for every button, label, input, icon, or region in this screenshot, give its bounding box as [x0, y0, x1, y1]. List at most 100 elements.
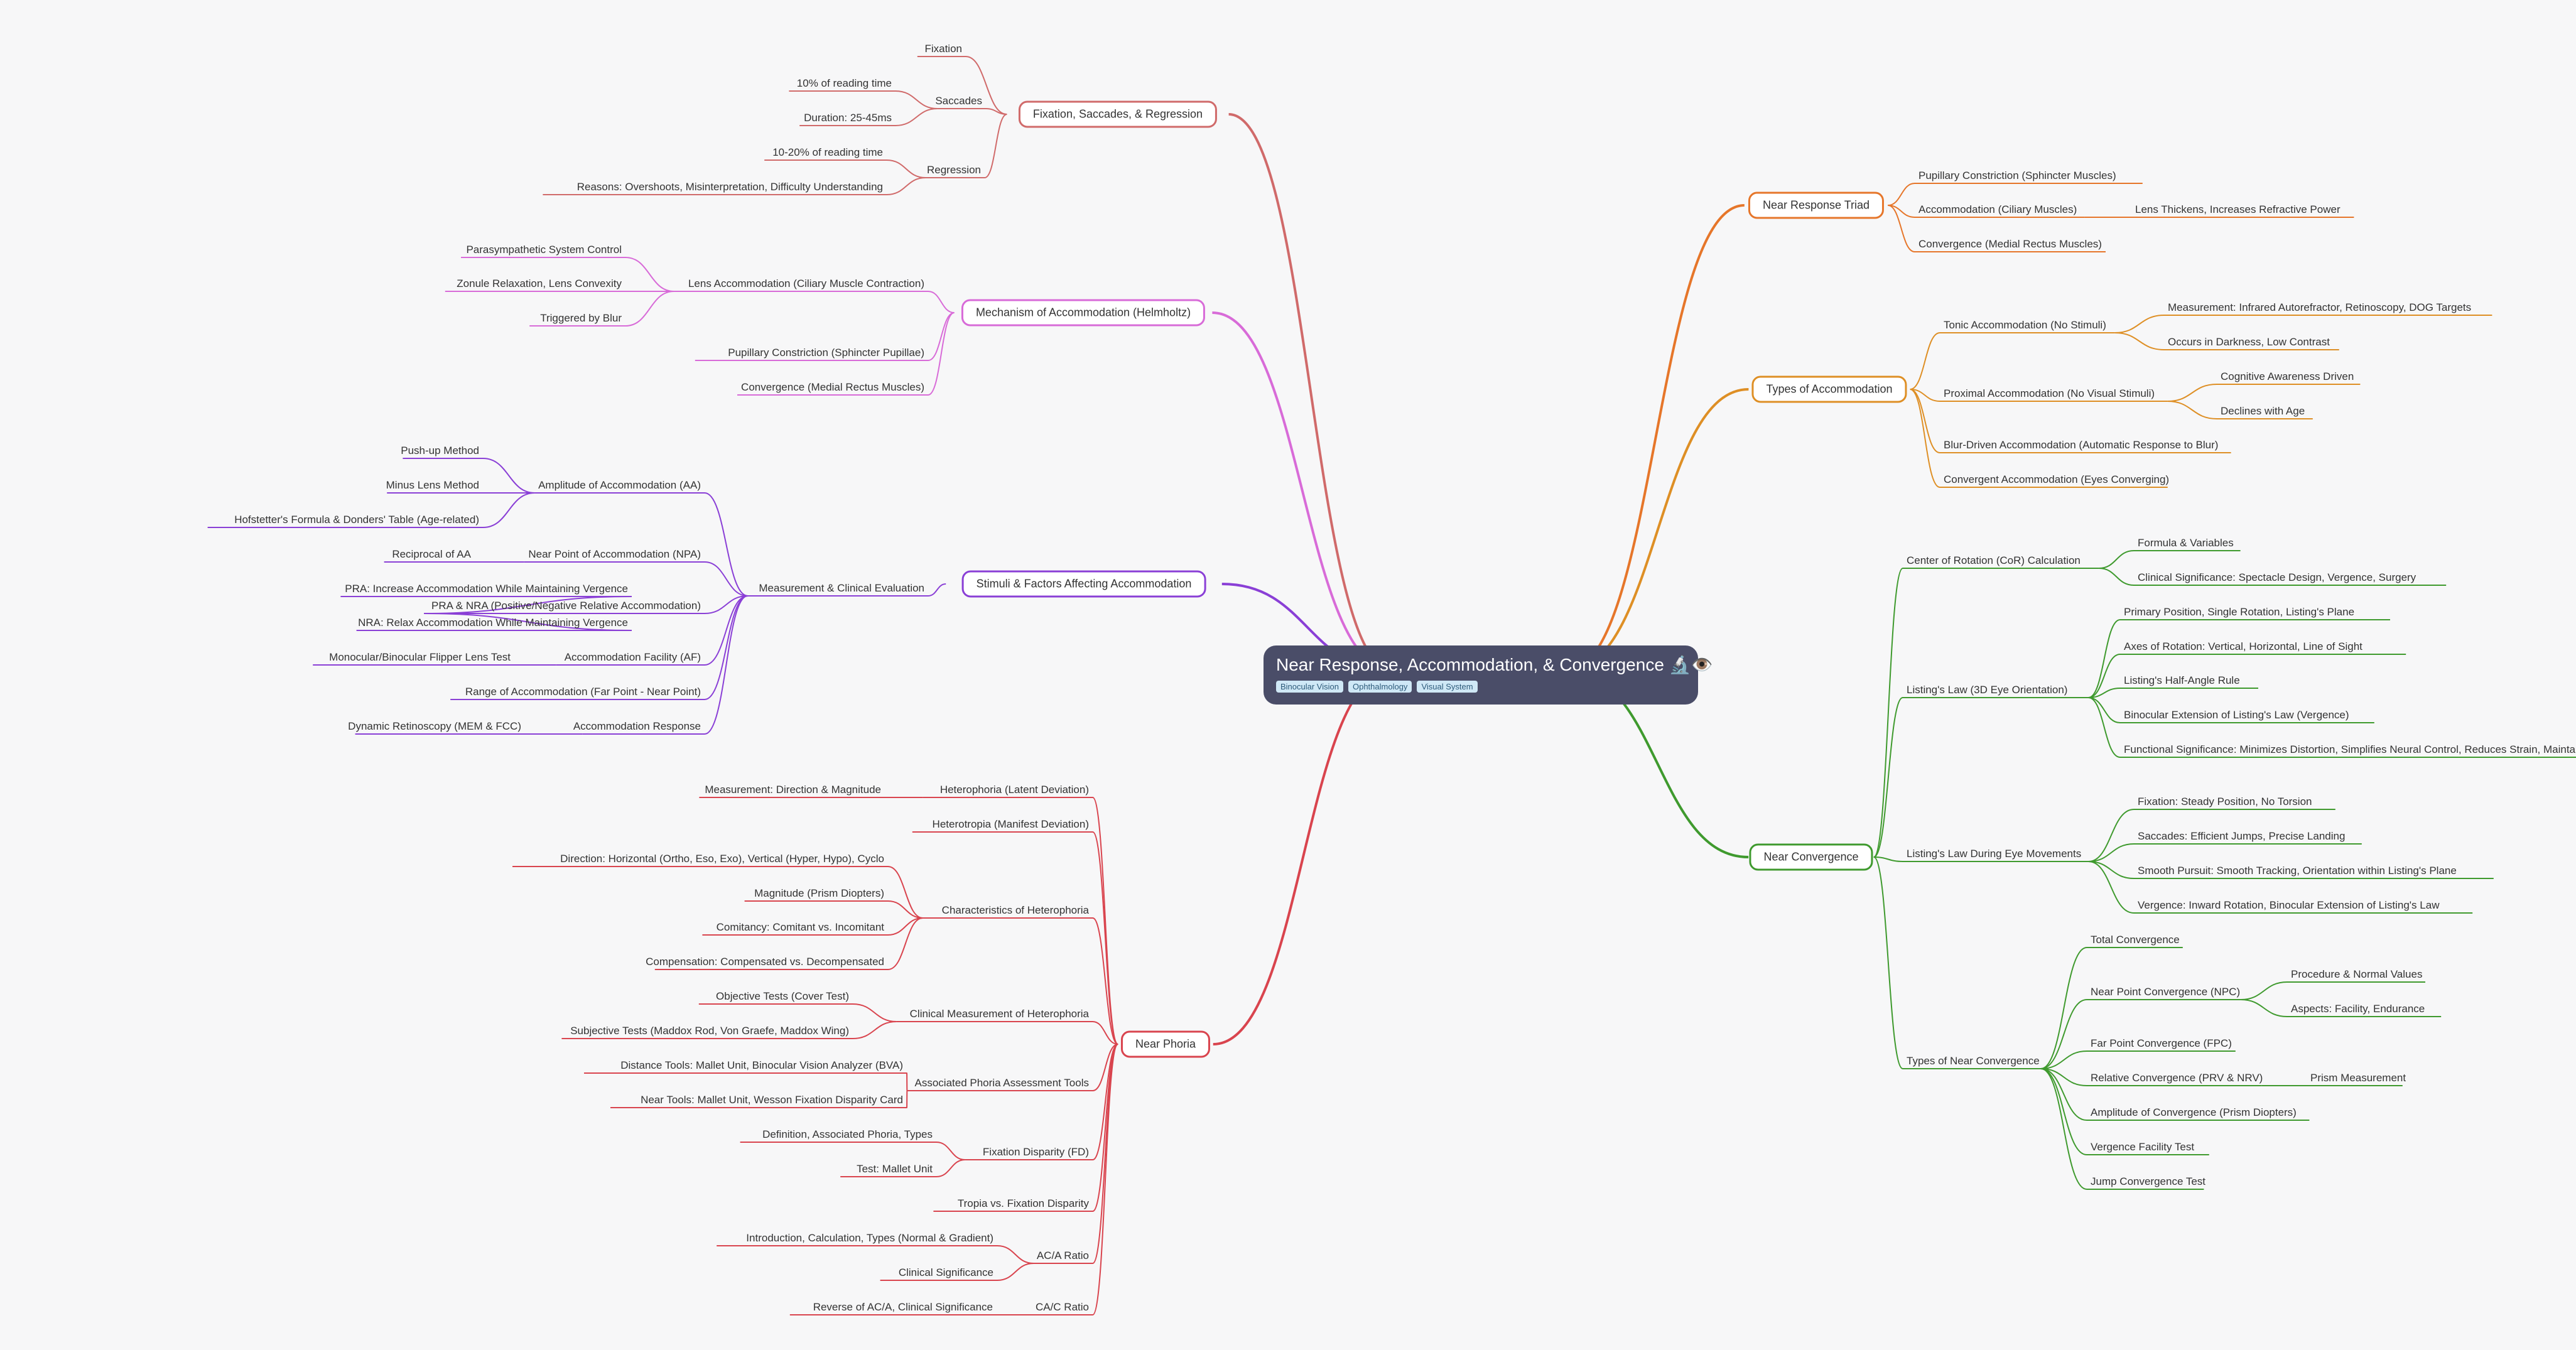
branch-mechanism[interactable]: Mechanism of Accommodation (Helmholtz): [961, 299, 1206, 327]
topic-label[interactable]: NRA: Relax Accommodation While Maintaini…: [358, 617, 628, 629]
topic-label[interactable]: Jump Convergence Test: [2091, 1175, 2206, 1187]
topic-label[interactable]: Fixation Disparity (FD): [982, 1146, 1089, 1158]
topic-label[interactable]: Functional Significance: Minimizes Disto…: [2124, 743, 2576, 755]
topic-label[interactable]: Listing's Half-Angle Rule: [2124, 674, 2240, 686]
topic-label[interactable]: Clinical Significance: Spectacle Design,…: [2138, 571, 2416, 583]
topic-label[interactable]: Saccades: [935, 95, 982, 107]
topic-label[interactable]: Measurement & Clinical Evaluation: [759, 582, 924, 594]
topic-label[interactable]: Dynamic Retinoscopy (MEM & FCC): [348, 720, 521, 732]
topic-label[interactable]: Clinical Measurement of Heterophoria: [909, 1008, 1089, 1020]
topic-label[interactable]: Near Tools: Mallet Unit, Wesson Fixation…: [641, 1094, 903, 1106]
topic-label[interactable]: Characteristics of Heterophoria: [941, 904, 1089, 916]
topic-label[interactable]: Measurement: Direction & Magnitude: [705, 784, 881, 796]
topic-label[interactable]: Aspects: Facility, Endurance: [2291, 1003, 2425, 1015]
topic-label[interactable]: Objective Tests (Cover Test): [716, 990, 849, 1002]
topic-label[interactable]: Binocular Extension of Listing's Law (Ve…: [2124, 709, 2349, 721]
topic-label[interactable]: Parasympathetic System Control: [466, 244, 622, 256]
branch-triad[interactable]: Near Response Triad: [1748, 192, 1885, 219]
topic-label[interactable]: AC/A Ratio: [1036, 1250, 1089, 1261]
topic-label[interactable]: Lens Accommodation (Ciliary Muscle Contr…: [688, 278, 924, 289]
topic-label[interactable]: Minus Lens Method: [386, 479, 479, 491]
topic-label[interactable]: Near Point Convergence (NPC): [2091, 986, 2241, 998]
topic-label[interactable]: Fixation: [924, 43, 962, 55]
topic-label[interactable]: Lens Thickens, Increases Refractive Powe…: [2135, 203, 2341, 215]
topic-label[interactable]: Saccades: Efficient Jumps, Precise Landi…: [2138, 830, 2346, 842]
topic-label[interactable]: Vergence Facility Test: [2091, 1141, 2195, 1153]
topic-label[interactable]: Monocular/Binocular Flipper Lens Test: [329, 651, 511, 663]
topic-label[interactable]: PRA: Increase Accommodation While Mainta…: [345, 583, 628, 595]
branch-convergence[interactable]: Near Convergence: [1749, 843, 1873, 871]
topic-label[interactable]: Measurement: Infrared Autorefractor, Ret…: [2168, 301, 2472, 313]
topic-label[interactable]: Smooth Pursuit: Smooth Tracking, Orienta…: [2138, 865, 2457, 877]
topic-label[interactable]: Zonule Relaxation, Lens Convexity: [457, 278, 622, 289]
topic-label[interactable]: Heterophoria (Latent Deviation): [939, 784, 1089, 796]
topic-label[interactable]: Formula & Variables: [2138, 537, 2234, 549]
topic-label[interactable]: Declines with Age: [2221, 405, 2305, 417]
topic-label[interactable]: CA/C Ratio: [1035, 1301, 1089, 1313]
topic-label[interactable]: Pupillary Constriction (Sphincter Muscle…: [1918, 170, 2116, 181]
topic-label[interactable]: Listing's Law During Eye Movements: [1907, 848, 2082, 860]
topic-label[interactable]: Associated Phoria Assessment Tools: [914, 1077, 1090, 1089]
root-node[interactable]: Near Response, Accommodation, & Converge…: [1264, 645, 1713, 705]
topic-label[interactable]: Accommodation Response: [573, 720, 701, 732]
branch-stimuli[interactable]: Stimuli & Factors Affecting Accommodatio…: [961, 570, 1206, 598]
topic-label[interactable]: Convergence (Medial Rectus Muscles): [1918, 238, 2102, 250]
tag[interactable]: Visual System: [1417, 681, 1478, 693]
topic-label[interactable]: Range of Accommodation (Far Point - Near…: [465, 686, 701, 698]
topic-label[interactable]: Cognitive Awareness Driven: [2221, 370, 2354, 382]
topic-label[interactable]: Tropia vs. Fixation Disparity: [957, 1197, 1089, 1209]
topic-label[interactable]: Amplitude of Accommodation (AA): [538, 479, 701, 491]
topic-label[interactable]: Primary Position, Single Rotation, Listi…: [2124, 606, 2355, 618]
topic-label[interactable]: Procedure & Normal Values: [2291, 968, 2423, 980]
topic-label[interactable]: Clinical Significance: [898, 1266, 993, 1278]
topic-label[interactable]: Near Point of Accommodation (NPA): [528, 548, 701, 560]
topic-label[interactable]: Center of Rotation (CoR) Calculation: [1907, 554, 2081, 566]
topic-label[interactable]: Total Convergence: [2091, 934, 2180, 946]
topic-label[interactable]: Direction: Horizontal (Ortho, Eso, Exo),…: [560, 853, 884, 865]
topic-label[interactable]: Heterotropia (Manifest Deviation): [932, 818, 1089, 830]
topic-label[interactable]: Amplitude of Convergence (Prism Diopters…: [2091, 1106, 2297, 1118]
topic-label[interactable]: Accommodation (Ciliary Muscles): [1918, 203, 2077, 215]
topic-label[interactable]: Relative Convergence (PRV & NRV): [2091, 1072, 2263, 1084]
topic-label[interactable]: Convergent Accommodation (Eyes Convergin…: [1944, 473, 2170, 485]
topic-label[interactable]: Hofstetter's Formula & Donders' Table (A…: [234, 514, 479, 526]
topic-label[interactable]: Blur-Driven Accommodation (Automatic Res…: [1944, 439, 2219, 451]
topic-label[interactable]: Magnitude (Prism Diopters): [754, 887, 884, 899]
topic-label[interactable]: Triggered by Blur: [540, 312, 622, 324]
topic-label[interactable]: Listing's Law (3D Eye Orientation): [1907, 684, 2068, 696]
branch-fixation[interactable]: Fixation, Saccades, & Regression: [1018, 100, 1218, 128]
topic-label[interactable]: Reciprocal of AA: [392, 548, 471, 560]
topic-label[interactable]: 10% of reading time: [796, 77, 892, 89]
topic-label[interactable]: Vergence: Inward Rotation, Binocular Ext…: [2138, 899, 2440, 911]
topic-label[interactable]: Far Point Convergence (FPC): [2091, 1037, 2232, 1049]
topic-label[interactable]: Reasons: Overshoots, Misinterpretation, …: [576, 181, 883, 193]
branch-types-accommodation[interactable]: Types of Accommodation: [1751, 375, 1907, 403]
topic-label[interactable]: Subjective Tests (Maddox Rod, Von Graefe…: [570, 1025, 849, 1037]
topic-label[interactable]: Occurs in Darkness, Low Contrast: [2168, 336, 2330, 348]
topic-label[interactable]: Test: Mallet Unit: [857, 1163, 933, 1175]
topic-label[interactable]: Types of Near Convergence: [1907, 1055, 2040, 1067]
topic-label[interactable]: Proximal Accommodation (No Visual Stimul…: [1944, 387, 2155, 399]
topic-label[interactable]: Pupillary Constriction (Sphincter Pupill…: [728, 347, 924, 359]
topic-label[interactable]: Axes of Rotation: Vertical, Horizontal, …: [2124, 640, 2362, 652]
topic-label[interactable]: Compensation: Compensated vs. Decompensa…: [646, 956, 884, 968]
topic-label[interactable]: Accommodation Facility (AF): [564, 651, 701, 663]
topic-label[interactable]: Push-up Method: [401, 445, 479, 456]
topic-label[interactable]: Fixation: Steady Position, No Torsion: [2138, 796, 2312, 807]
topic-label[interactable]: Duration: 25-45ms: [804, 112, 892, 124]
connector: [1888, 183, 1915, 206]
topic-label[interactable]: Distance Tools: Mallet Unit, Binocular V…: [620, 1059, 903, 1071]
topic-label[interactable]: Reverse of AC/A, Clinical Significance: [813, 1301, 993, 1313]
tag[interactable]: Binocular Vision: [1276, 681, 1343, 693]
topic-label[interactable]: Definition, Associated Phoria, Types: [762, 1128, 933, 1140]
topic-label[interactable]: Tonic Accommodation (No Stimuli): [1944, 319, 2106, 331]
topic-label[interactable]: Prism Measurement: [2310, 1072, 2406, 1084]
topic-label[interactable]: 10-20% of reading time: [772, 146, 883, 158]
topic-label[interactable]: Regression: [927, 164, 981, 176]
topic-label[interactable]: Comitancy: Comitant vs. Incomitant: [716, 921, 884, 933]
topic-label[interactable]: Convergence (Medial Rectus Muscles): [741, 381, 924, 393]
topic-label[interactable]: Introduction, Calculation, Types (Normal…: [746, 1232, 993, 1244]
topic-label[interactable]: PRA & NRA (Positive/Negative Relative Ac…: [431, 600, 701, 612]
tag[interactable]: Ophthalmology: [1348, 681, 1412, 693]
branch-phoria[interactable]: Near Phoria: [1120, 1030, 1211, 1058]
